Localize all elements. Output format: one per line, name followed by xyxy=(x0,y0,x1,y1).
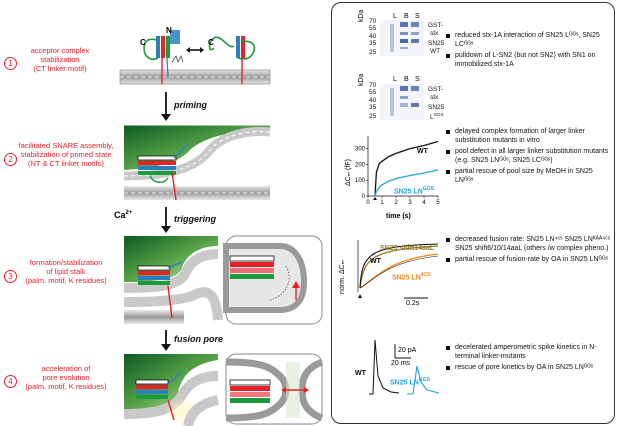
marker2-40: 40 xyxy=(369,97,377,104)
marker2-70: 70 xyxy=(369,82,377,89)
amp-series-mut: SN25 LNGGS xyxy=(390,377,430,387)
amp-scale-ms: 20 ms xyxy=(391,360,411,367)
notes-amp: decelerated amperometric spike kinetics … xyxy=(446,344,611,376)
step-3-text: formation/stabilization of lipid stalk (… xyxy=(25,258,107,285)
cap-ytick-label: 300 xyxy=(355,147,366,153)
gel-label-sn25-2: SN25 xyxy=(428,104,445,111)
note-gel-2: pulldown of L-SN2 (but not SN2) with SN1… xyxy=(446,52,611,69)
marker-55: 55 xyxy=(369,25,377,32)
step-4-text: acceleration of pore evolution (palm. mo… xyxy=(25,364,107,391)
wt-spike xyxy=(369,339,400,395)
capacitance-chart: 0 100 200 300 0 1 2 3 4 5 xyxy=(355,136,440,206)
notes-cap: delayed complex formation of larger link… xyxy=(446,128,611,188)
cap-xlabel: time (s) xyxy=(386,213,411,220)
cap-series-1 xyxy=(374,169,439,197)
primed-state-panel xyxy=(123,122,271,201)
cap-xtick-label: 5 xyxy=(436,200,440,206)
stalk-formation-panel xyxy=(123,235,323,325)
cap-ylabel: ΔCₘ (fF) xyxy=(345,159,352,186)
cap-xtick-label: 1 xyxy=(380,200,384,206)
priming-label: priming xyxy=(174,100,207,110)
step-1-number: 1 xyxy=(4,57,17,70)
note-cap-3: partial rescue of pool size by MeOH in S… xyxy=(446,168,611,185)
note-amp-2: rescue of pore kinetics by OA in SN25 LN… xyxy=(446,364,611,373)
acceptor-complex-panel xyxy=(119,30,271,85)
norm-series-4cs: SN25 LN4CS xyxy=(392,272,431,282)
step-3-number: 3 xyxy=(4,270,17,283)
gel-label-gst: GST- xyxy=(428,22,444,29)
gel-blot-mut xyxy=(380,84,424,120)
note-gel-1: reduced stx-1A interaction of SN25 Lᴳᴳˢ,… xyxy=(446,32,611,49)
notes-gel: reduced stx-1A interaction of SN25 Lᴳᴳˢ,… xyxy=(446,32,611,72)
gel-lane-l: L xyxy=(393,13,397,20)
norm-ylabel: norm. ΔCₘ xyxy=(339,260,346,294)
shift-trace xyxy=(359,245,439,289)
cap-xtick-label: 3 xyxy=(408,200,412,206)
cap-ytick-label: 200 xyxy=(355,162,366,168)
norm-series-shift: SN25 shift14aaL xyxy=(380,245,435,252)
amp-series-wt: WT xyxy=(355,370,366,377)
c-terminus-label-2: C xyxy=(208,38,214,47)
norm-series-wt: WT xyxy=(370,258,381,265)
note-norm-1: decreased fusion rate: SN25 LN⁴ᶜˢ SN25 L… xyxy=(446,236,611,253)
marker2-35: 35 xyxy=(369,104,377,111)
gel-lane-l-2: L xyxy=(393,76,397,83)
evidence-panel xyxy=(331,2,615,424)
stimulus-arrow xyxy=(373,197,377,200)
gel-kda-label-2: kDa xyxy=(358,73,365,86)
gel-label-lggs: LGGS xyxy=(430,112,444,122)
mut-spike xyxy=(407,365,440,395)
gel-label-gst-2: GST- xyxy=(428,86,444,93)
step-2-number: 2 xyxy=(4,153,17,166)
marker-35: 35 xyxy=(369,40,377,47)
cap-ytick-label: 0 xyxy=(362,194,366,200)
gel-label-wt: WT xyxy=(430,48,441,55)
fusion-pore-label: fusion pore xyxy=(174,334,223,344)
cap-ytick-label: 100 xyxy=(355,178,366,184)
cap-series-0 xyxy=(374,140,439,197)
norm-scale-label: 0.2s xyxy=(406,300,420,307)
marker2-55: 55 xyxy=(369,89,377,96)
gel-lane-s: S xyxy=(415,13,420,20)
fusion-pore-panel xyxy=(123,353,324,426)
step-1-text: acceptor complex stabilization (CT linke… xyxy=(30,46,90,73)
gel-lane-b-2: B xyxy=(404,76,409,83)
marker2-25: 25 xyxy=(369,113,377,120)
calcium-label: Ca2+ xyxy=(114,210,133,220)
cap-series-mut-label: SN25 LNGGS xyxy=(394,186,434,196)
gel-kda-label: kDa xyxy=(358,9,365,22)
gel-lane-s-2: S xyxy=(415,76,420,83)
cap-series-wt-label: WT xyxy=(417,148,428,155)
note-cap-2: pool defect in all larger linker substit… xyxy=(446,148,611,165)
cap-xtick-label: 4 xyxy=(422,200,426,206)
n-terminus-label: N xyxy=(166,26,172,35)
note-cap-1: delayed complex formation of larger link… xyxy=(446,128,611,145)
notes-norm: decreased fusion rate: SN25 LN⁴ᶜˢ SN25 L… xyxy=(446,236,611,268)
gel-lane-b: B xyxy=(404,13,409,20)
step-4-number: 4 xyxy=(4,375,17,388)
fusion-pathway-diagram xyxy=(119,30,324,426)
marker-25: 25 xyxy=(369,49,377,56)
wt-trace xyxy=(359,243,439,289)
normalized-kinetics-chart xyxy=(357,240,439,299)
marker-40: 40 xyxy=(369,33,377,40)
gel-label-stx: stx xyxy=(430,30,439,37)
amperometry-chart xyxy=(369,339,440,395)
gel-label-stx-2: stx xyxy=(430,94,439,101)
amp-scale-pa: 20 pA xyxy=(398,347,417,354)
cap-xtick-label: 2 xyxy=(394,200,398,206)
gel-blot-wt xyxy=(380,20,424,56)
gel-label-sn25: SN25 xyxy=(428,40,445,47)
triggering-label: triggering xyxy=(174,214,216,224)
note-norm-2: partial rescue of fusion-rate by OA in S… xyxy=(446,256,611,265)
step-2-text: facilitated SNARE assembly, stabilizatio… xyxy=(18,141,114,168)
note-amp-1: decelerated amperometric spike kinetics … xyxy=(446,344,611,361)
cap-xtick-label: 0 xyxy=(366,200,370,206)
c-terminus-label: C xyxy=(140,38,146,47)
marker-70: 70 xyxy=(369,18,377,25)
